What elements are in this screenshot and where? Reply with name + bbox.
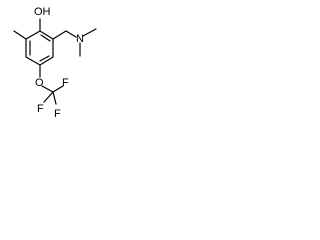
n-bond xyxy=(65,30,77,38)
fluorine-top-label: F xyxy=(62,77,69,89)
ether-bond-2 xyxy=(41,85,54,93)
methyl-bond xyxy=(13,30,27,40)
ring-bond-6 xyxy=(25,30,41,40)
fluorine-left-label: F xyxy=(37,103,44,115)
n-methyl-bond-1 xyxy=(82,28,97,37)
ring-bond-4 xyxy=(25,56,41,66)
molecule-structure: OH N O F F F xyxy=(13,6,97,120)
cf3-bond-top xyxy=(52,85,64,93)
ether-oxygen-label: O xyxy=(35,77,44,89)
ring-double-bond-2 xyxy=(39,55,50,62)
fluorine-bottom-label: F xyxy=(54,108,61,120)
ring-double-bond-1 xyxy=(40,34,51,42)
cf3-bond-bottom xyxy=(52,91,57,105)
cf3-bond-left xyxy=(43,91,54,103)
molecule-canvas: OH N O F F F xyxy=(0,0,105,122)
nitrogen-label: N xyxy=(76,33,84,45)
ring-bond-1 xyxy=(39,30,54,40)
hydroxyl-label: OH xyxy=(34,6,51,18)
ch2-bond xyxy=(52,30,67,40)
ring-bond-3 xyxy=(39,56,54,66)
